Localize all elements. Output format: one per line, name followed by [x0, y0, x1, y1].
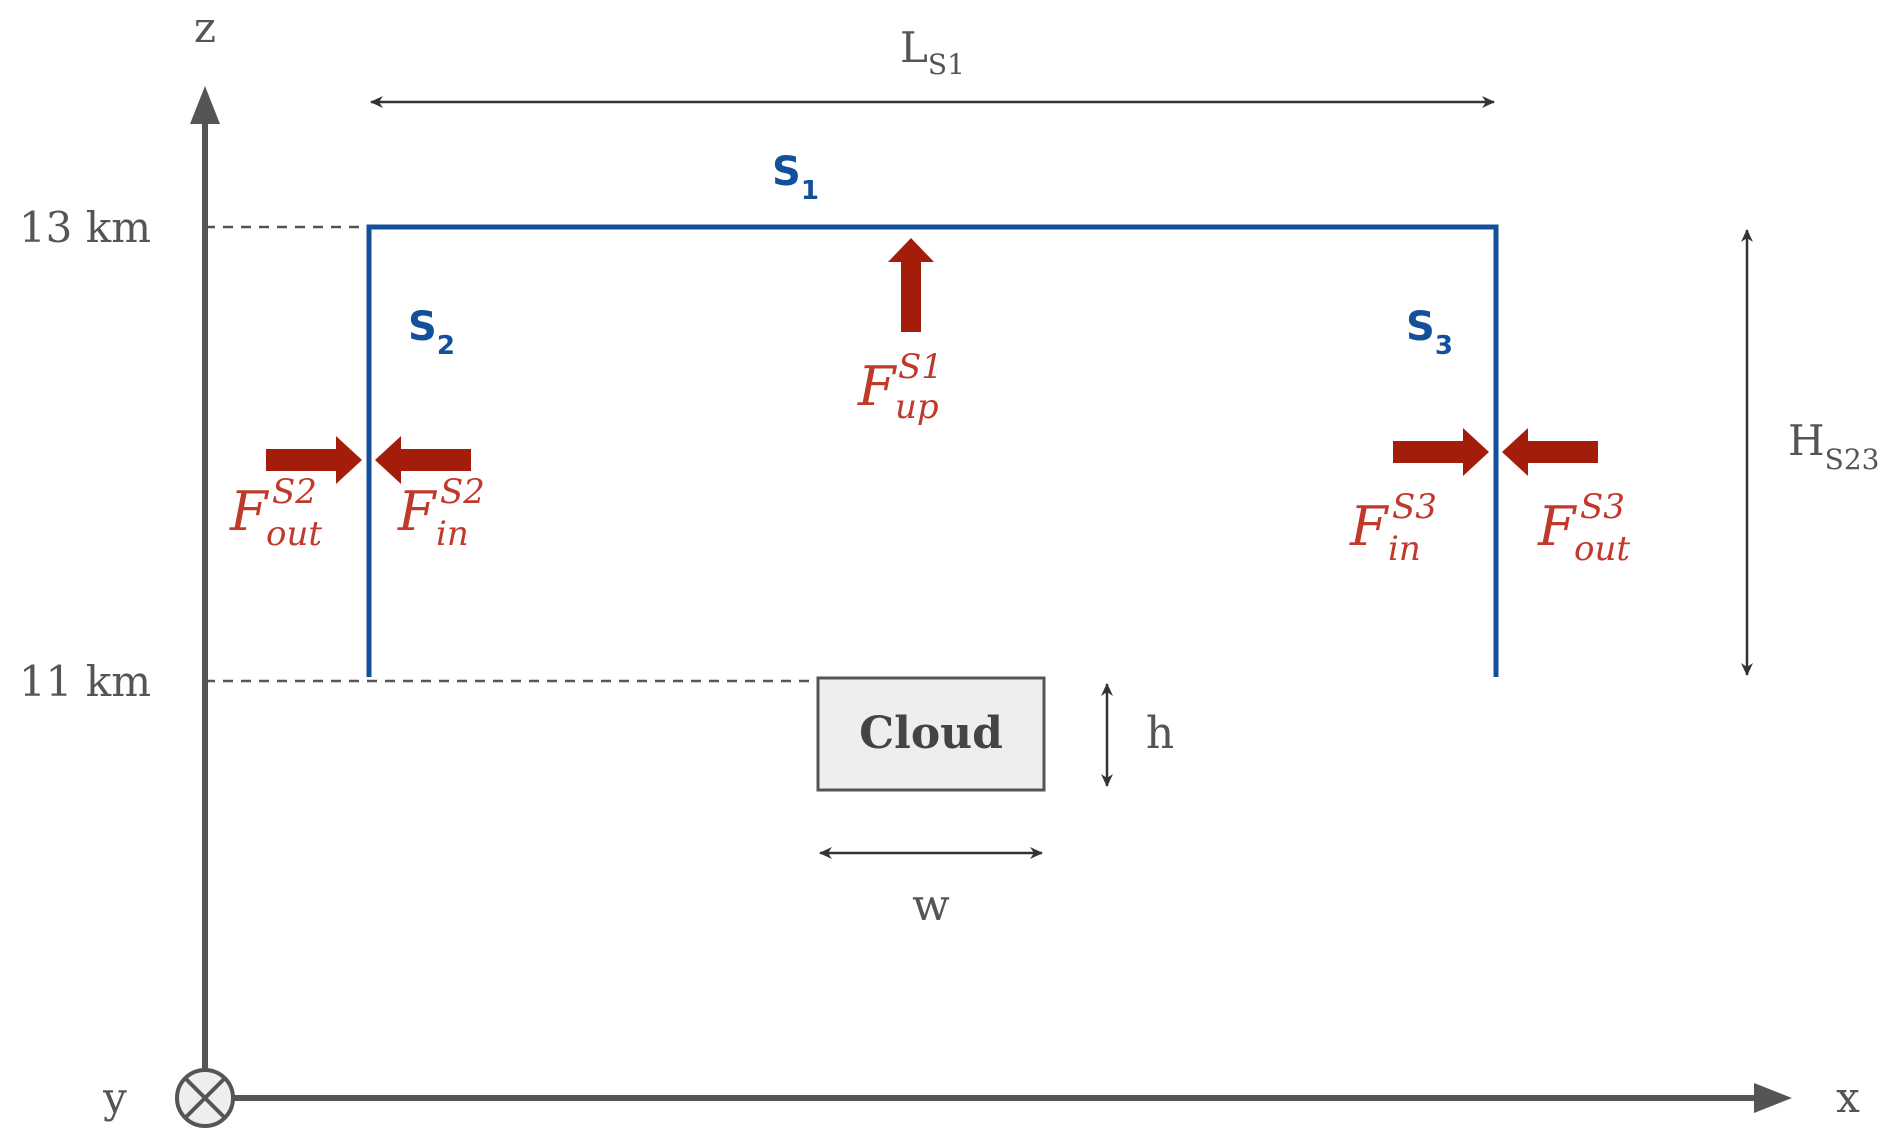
svg-text:up: up: [895, 387, 939, 427]
cloud-height-label: h: [1146, 708, 1174, 759]
cloud-box: [816, 676, 1046, 792]
z-axis-label: z: [194, 3, 216, 52]
svg-text:F: F: [229, 480, 270, 543]
y-axis-label: y: [102, 1073, 127, 1122]
flux-out-s2-arrow-icon: [266, 436, 362, 484]
control-volume-surfaces: [366, 224, 1499, 677]
z-axis-arrowhead-icon: [190, 86, 220, 124]
flux-up-s1-arrow-icon: [888, 238, 934, 332]
svg-text:F: F: [1349, 495, 1390, 558]
surface-s2-label: S2: [408, 304, 455, 361]
svg-text:F: F: [397, 480, 438, 543]
svg-text:out: out: [266, 514, 322, 554]
level-13km-label: 13 km: [19, 203, 151, 252]
svg-text:S3: S3: [1392, 487, 1437, 527]
x-axis: [228, 1083, 1792, 1113]
flux-in-s3-label: F S3 in: [1349, 487, 1437, 569]
svg-text:F: F: [1537, 495, 1578, 558]
svg-text:in: in: [436, 514, 469, 554]
x-axis-arrowhead-icon: [1754, 1083, 1792, 1113]
svg-text:S1: S1: [898, 347, 943, 387]
svg-text:in: in: [1388, 529, 1421, 569]
flux-out-s3-arrow-icon: [1502, 428, 1598, 476]
cloud-width-label: w: [912, 880, 950, 931]
level-11km-label: 11 km: [19, 657, 151, 706]
x-axis-label: x: [1836, 1073, 1860, 1122]
flux-out-s2-label: F S2 out: [229, 472, 322, 554]
svg-text:S2: S2: [440, 472, 485, 512]
y-axis-into-page-icon: [175, 1068, 235, 1128]
flux-up-s1-label: F S1 up: [857, 347, 943, 427]
flux-in-s2-label: F S2 in: [397, 472, 485, 554]
flux-in-s3-arrow-icon: [1393, 428, 1489, 476]
svg-text:S3: S3: [1580, 487, 1625, 527]
svg-text:out: out: [1574, 529, 1630, 569]
z-axis: [190, 86, 220, 1078]
svg-text:S2: S2: [272, 472, 317, 512]
cloud-label: Cloud: [859, 708, 1003, 759]
height-s23-label: HS23: [1788, 416, 1879, 476]
surface-s3-label: S3: [1406, 304, 1453, 361]
flux-out-s3-label: F S3 out: [1537, 487, 1630, 569]
surface-s1-label: S1: [772, 149, 819, 206]
flux-in-s2-arrow-icon: [375, 436, 471, 484]
svg-text:F: F: [857, 355, 898, 418]
length-s1-label: LS1: [900, 23, 965, 81]
